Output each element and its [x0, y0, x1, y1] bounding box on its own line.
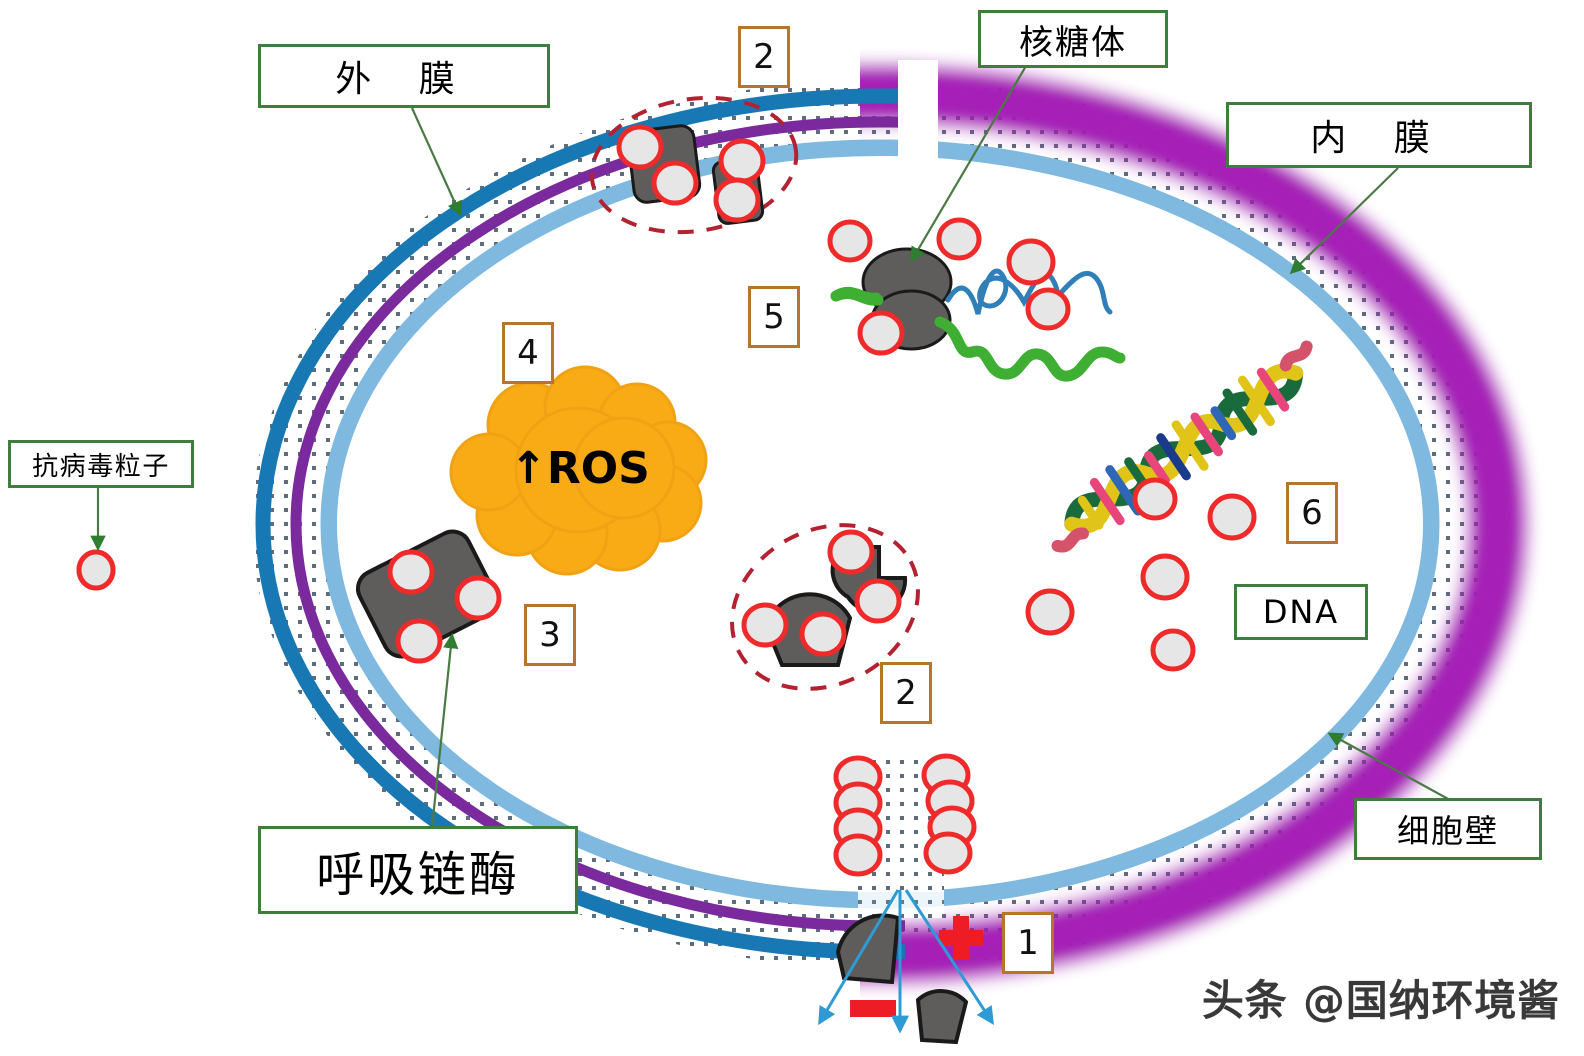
nanoparticle [799, 611, 847, 657]
nanoparticle-antiviral [76, 549, 116, 591]
released-cell-contents [818, 889, 994, 1045]
leader-ribosome [910, 65, 1027, 263]
dna-helix [1051, 340, 1313, 553]
numbox-2-center-label: 2 [895, 673, 917, 713]
callout-outer-membrane: 外 膜 [258, 44, 550, 108]
numbox-1-label: 1 [1017, 923, 1039, 963]
peptide-chain-left [830, 286, 882, 304]
ros-cloud [449, 365, 708, 576]
numbox-3-label: 3 [539, 615, 561, 655]
nanoparticle [651, 160, 699, 206]
callout-dna: DNA [1234, 584, 1368, 640]
numbox-5-label: 5 [763, 297, 785, 337]
callout-antiviral-particle-label: 抗病毒粒子 [32, 451, 170, 482]
nanoparticle [1006, 238, 1056, 286]
nanoparticle [387, 549, 435, 595]
callout-dna-label: DNA [1262, 593, 1340, 631]
dashed-highlight-proteins [730, 523, 920, 691]
nanoparticle [1207, 493, 1257, 541]
nanoparticle [1132, 477, 1178, 521]
callout-respiratory-chain-enzyme-label: 呼吸链酶 [316, 847, 520, 903]
callout-ribosome-label: 核糖体 [1018, 22, 1128, 63]
leader-cell-wall [1327, 732, 1451, 801]
nanoparticle [1025, 588, 1075, 636]
nanoparticle [713, 177, 761, 223]
nanoparticle [1140, 553, 1190, 601]
nanoparticle [827, 529, 875, 575]
numbox-4: 4 [502, 322, 554, 384]
callout-ribosome: 核糖体 [978, 10, 1168, 68]
nanoparticle [616, 124, 664, 170]
callout-inner-membrane: 内 膜 [1226, 102, 1532, 168]
callout-cell-wall-label: 细胞壁 [1397, 812, 1499, 850]
numbox-6-label: 6 [1301, 493, 1323, 533]
nanoparticle [741, 602, 789, 648]
callout-cell-wall: 细胞壁 [1354, 798, 1542, 860]
nanoparticle [454, 575, 502, 621]
leader-inner-membrane [1289, 167, 1399, 275]
watermark: 头条 @国纳环境酱 [1202, 967, 1560, 1028]
nanoparticle [833, 833, 883, 877]
callout-outer-membrane-label: 外 膜 [335, 59, 473, 100]
dashed-highlight-membrane [589, 95, 799, 235]
nanoparticle [923, 831, 973, 875]
ros-label: ↑ROS [510, 443, 650, 494]
charge-plus-icon [939, 916, 983, 960]
nanoparticle [718, 138, 766, 184]
numbox-3: 3 [524, 604, 576, 666]
cytoplasm [337, 156, 1423, 892]
numbox-5: 5 [748, 286, 800, 348]
ros-label-text: ↑ROS [510, 443, 650, 494]
numbox-4-label: 4 [517, 333, 539, 373]
numbox-2-center: 2 [880, 662, 932, 724]
numbox-2-top: 2 [738, 26, 790, 88]
numbox-2-top-label: 2 [753, 37, 775, 77]
leader-enzyme [430, 632, 459, 829]
envelope-gap [898, 60, 938, 210]
mrna-strand [945, 268, 1113, 315]
watermark-text: 头条 @国纳环境酱 [1201, 976, 1560, 1025]
nanoparticle [1150, 628, 1196, 672]
callout-respiratory-chain-enzyme: 呼吸链酶 [258, 826, 578, 914]
nanoparticle [827, 219, 873, 263]
numbox-1: 1 [1002, 912, 1054, 974]
charge-minus-icon [850, 1000, 896, 1017]
nanoparticle-group [76, 124, 1257, 877]
numbox-6: 6 [1286, 482, 1338, 544]
nanoparticle [395, 618, 443, 664]
callout-antiviral-particle: 抗病毒粒子 [8, 440, 194, 488]
nanoparticle [857, 310, 905, 356]
callout-inner-membrane-label: 内 膜 [1310, 118, 1448, 159]
leader-lines [90, 65, 1451, 829]
nanoparticle [936, 217, 982, 261]
nanoparticle [854, 578, 902, 624]
nanoparticle [1025, 287, 1071, 331]
leader-outer-membrane [410, 107, 462, 217]
